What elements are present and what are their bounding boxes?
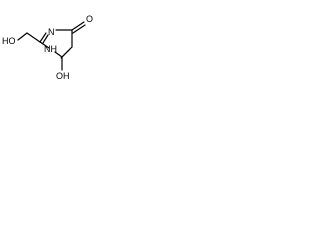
bond-c2-n3-double xyxy=(42,34,49,44)
bond-c4-o xyxy=(71,21,85,31)
o-carbonyl-label: O xyxy=(86,14,93,24)
molecule-svg: O N NH HO OH xyxy=(2,14,93,81)
bond-c5-c6-double xyxy=(60,48,71,59)
bond-c6-n1 xyxy=(54,51,63,58)
bond-n1-c2 xyxy=(39,41,50,49)
molecule-canvas: O N NH HO OH xyxy=(0,0,102,82)
oh-left-label: HO xyxy=(2,36,16,46)
oh-bottom-label: OH xyxy=(56,71,70,81)
bond-c2-ch2 xyxy=(26,32,41,43)
bond-c4-o-double xyxy=(72,24,86,34)
nh-ring-label: NH xyxy=(44,44,57,54)
bond-c2-n3 xyxy=(39,32,47,43)
n-ring-top-label: N xyxy=(48,27,55,37)
bond-ch2-oh xyxy=(17,32,28,41)
